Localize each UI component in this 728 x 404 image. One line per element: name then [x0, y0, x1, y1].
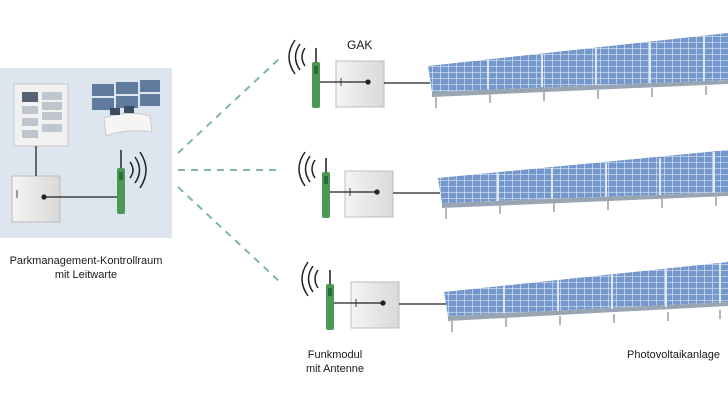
row-1 — [288, 33, 728, 108]
radio-module-label: Funkmodul mit Antenne — [290, 348, 380, 376]
signal-waves-icon — [288, 39, 306, 75]
gak-label: GAK — [347, 38, 373, 52]
row-2 — [298, 150, 728, 219]
solar-panel-row-icon — [438, 150, 728, 219]
control-room-cables — [35, 146, 117, 200]
control-room-cabinet-icon — [11, 175, 61, 223]
server-rack-icon — [13, 83, 69, 147]
radio-module-icon — [322, 158, 330, 218]
monitor-wall-icon — [92, 80, 160, 110]
control-room-label: Parkmanagement-Kontrollraum mit Leitwart… — [0, 254, 172, 282]
control-room-label-line-2: mit Leitwarte — [54, 269, 118, 281]
cabinet-icon — [335, 60, 385, 108]
row-2-cables — [330, 189, 440, 195]
solar-panel-row-icon — [428, 33, 728, 108]
row-3 — [301, 261, 728, 332]
radio-module-icon — [326, 270, 334, 330]
radio-module-label-line-2: mit Antenne — [305, 363, 365, 375]
dashed-radio-links — [177, 57, 282, 283]
control-desk-icon — [103, 106, 153, 137]
cabinet-icon — [350, 281, 400, 329]
cabinet-icon — [344, 170, 394, 218]
signal-waves-icon — [301, 261, 319, 297]
pv-plant-label: Photovoltaikanlage — [627, 349, 720, 361]
control-room-radio-module-icon — [117, 150, 125, 214]
row-1-cables — [320, 79, 430, 85]
control-room-signal-waves-icon — [129, 151, 147, 189]
control-room-label-line-1: Parkmanagement-Kontrollraum — [9, 255, 163, 267]
signal-waves-icon — [298, 151, 316, 187]
solar-panel-row-icon — [444, 262, 728, 332]
radio-module-icon — [312, 48, 320, 108]
row-3-cables — [334, 300, 446, 306]
radio-module-label-line-1: Funkmodul — [307, 349, 363, 361]
